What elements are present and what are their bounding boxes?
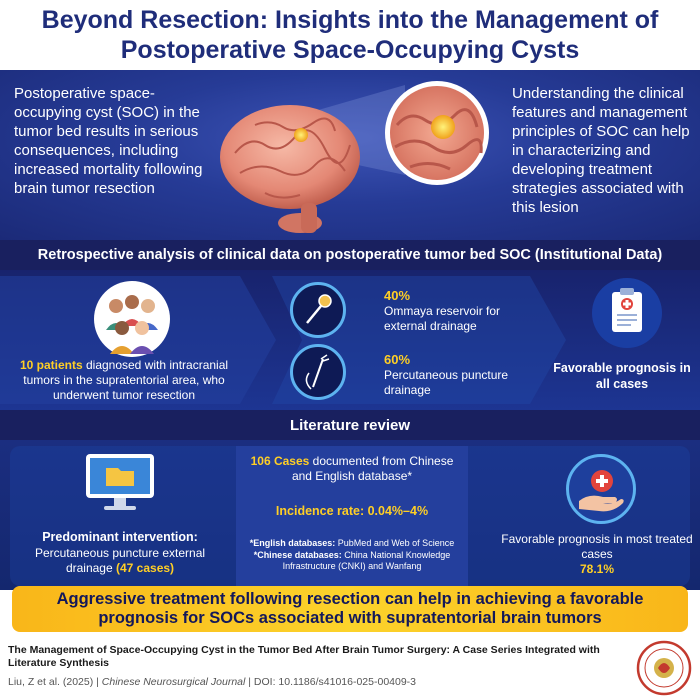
intro-left-text: Postoperative space-occupying cyst (SOC)… bbox=[14, 85, 203, 197]
literature-prognosis-percent: 78.1% bbox=[579, 562, 615, 576]
literature-section: Predominant intervention: Percutaneous p… bbox=[0, 440, 700, 590]
retrospective-heading: Retrospective analysis of clinical data … bbox=[37, 247, 663, 263]
chinese-db-label: *Chinese databases: bbox=[253, 549, 342, 560]
patients-detail: diagnosed with intracranial tumors in th… bbox=[23, 358, 229, 402]
journal-seal-logo bbox=[636, 640, 692, 696]
predominant-method: Percutaneous puncture external drainage bbox=[34, 546, 206, 575]
incidence-rate: Incidence rate: 0.04%–4% bbox=[275, 504, 429, 518]
patients-description: 10 patients diagnosed with intracranial … bbox=[8, 358, 240, 403]
header: Beyond Resection: Insights into the Mana… bbox=[0, 0, 700, 70]
conclusion-text: Aggressive treatment following resection… bbox=[56, 590, 644, 627]
cases-description: 106 Cases documented from Chinese and En… bbox=[244, 454, 460, 484]
footer: The Management of Space-Occupying Cyst i… bbox=[0, 632, 700, 700]
literature-heading: Literature review bbox=[289, 416, 411, 434]
literature-heading-band: Literature review bbox=[0, 410, 700, 440]
english-db-label: *English databases: bbox=[249, 538, 336, 548]
intro-right-text: Understanding the clinical features and … bbox=[512, 85, 690, 216]
brain-illustration bbox=[220, 81, 489, 233]
patients-group-icon bbox=[94, 281, 170, 357]
chinese-db-text: China National Knowledge Infrastructure … bbox=[282, 549, 451, 572]
reference-citation: Liu, Z et al. (2025) | Chinese Neurosurg… bbox=[8, 676, 608, 688]
ommaya-percent: 40% bbox=[384, 288, 411, 303]
retrospective-heading-band: Retrospective analysis of clinical data … bbox=[0, 240, 700, 270]
retrospective-section: 10 patients diagnosed with intracranial … bbox=[0, 270, 700, 410]
database-notes: *English databases: PubMed and Web of Sc… bbox=[244, 538, 460, 573]
page-title: Beyond Resection: Insights into the Mana… bbox=[41, 6, 659, 64]
puncture-needle-icon bbox=[290, 344, 346, 400]
predominant-cases: (47 cases) bbox=[116, 561, 175, 575]
english-db-text: PubMed and Web of Science bbox=[335, 538, 455, 548]
puncture-percent: 60% bbox=[384, 352, 411, 367]
medical-clipboard-icon bbox=[592, 278, 662, 348]
predominant-intervention-text: Percutaneous puncture external drainage … bbox=[14, 546, 226, 576]
hand-heart-icon bbox=[566, 454, 636, 524]
cases-detail: documented from Chinese and English data… bbox=[291, 454, 454, 483]
ommaya-description: Ommaya reservoir for external drainage bbox=[384, 304, 501, 333]
predominant-intervention-label: Predominant intervention: bbox=[42, 530, 198, 544]
puncture-description: Percutaneous puncture drainage bbox=[384, 368, 509, 397]
ommaya-reservoir-icon bbox=[290, 282, 346, 338]
cases-count: 106 Cases bbox=[250, 454, 310, 468]
patients-count: 10 patients bbox=[19, 358, 83, 372]
database-computer-icon bbox=[86, 454, 154, 510]
literature-center-box bbox=[236, 446, 468, 586]
reference-doi: | DOI: 10.1186/s41016-025-00409-3 bbox=[245, 676, 417, 688]
conclusion-banner: Aggressive treatment following resection… bbox=[12, 586, 688, 632]
reference-journal: Chinese Neurosurgical Journal bbox=[101, 676, 246, 688]
literature-prognosis: Favorable prognosis in most treated case… bbox=[501, 532, 693, 561]
retrospective-prognosis: Favorable prognosis in all cases bbox=[553, 361, 691, 391]
intro-section: Postoperative space-occupying cyst (SOC)… bbox=[0, 70, 700, 240]
reference-title: The Management of Space-Occupying Cyst i… bbox=[8, 644, 600, 669]
reference-authors: Liu, Z et al. (2025) | bbox=[8, 676, 102, 688]
